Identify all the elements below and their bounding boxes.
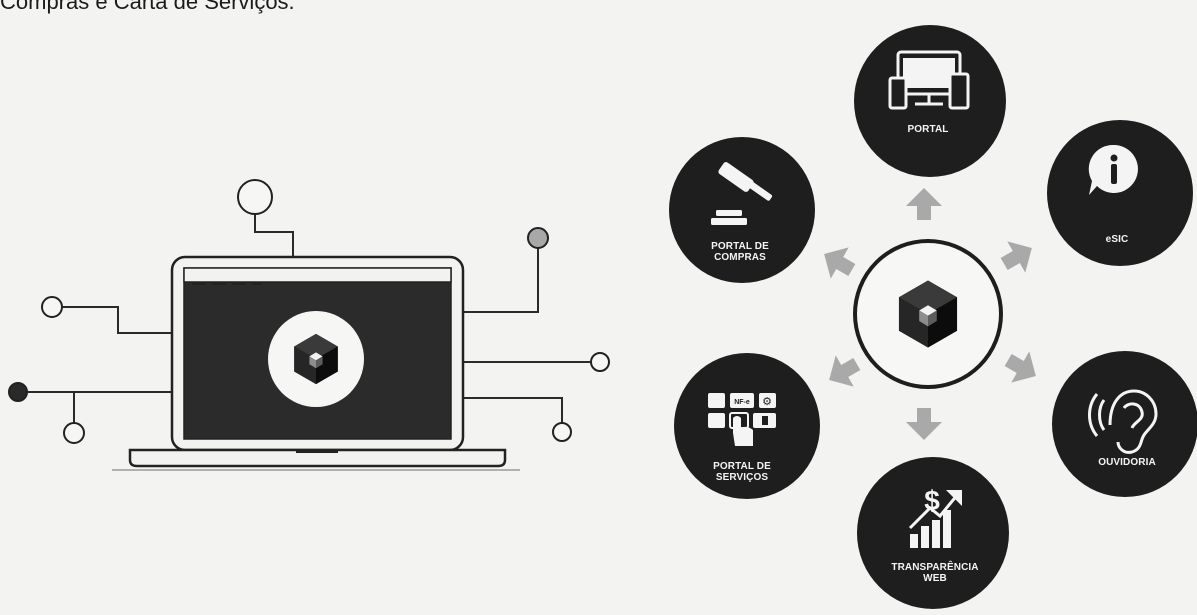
laptop-illustration	[8, 179, 610, 471]
node-portal-servicos-label-1: PORTAL DE	[713, 461, 771, 472]
node-portal: PORTAL	[854, 25, 1006, 177]
info-chat-icon	[1088, 144, 1138, 195]
gear-tile-icon: ⚙	[762, 395, 772, 408]
node-transparencia-label-1: TRANSPARÊNCIA	[891, 560, 978, 573]
node-ouvidoria-label: OUVIDORIA	[1098, 457, 1156, 468]
circuit-node-left-dark	[8, 382, 28, 402]
laptop	[112, 255, 520, 471]
node-portal-label: PORTAL	[908, 124, 949, 135]
node-portal-compras: PORTAL DE COMPRAS	[669, 137, 815, 283]
circuit-nodes	[8, 179, 610, 444]
gavel-icon	[711, 162, 773, 225]
arrow-up-icon	[906, 188, 942, 220]
arrow-upper-right-icon	[1000, 241, 1032, 273]
top-caption-text: Compras e Carta de Serviços.	[0, 0, 295, 14]
node-transparencia-label-2: WEB	[923, 573, 947, 584]
devices-icon	[888, 50, 970, 110]
arrow-lower-right-icon	[1004, 351, 1036, 383]
hub-center	[853, 239, 1003, 389]
arrow-lower-left-icon	[829, 355, 861, 387]
screen-top-bar	[183, 267, 452, 283]
node-esic: eSIC	[1047, 120, 1193, 266]
node-transparencia: $ TRANSPARÊNCIA WEB	[857, 457, 1009, 609]
arrow-down-icon	[906, 408, 942, 440]
node-portal-servicos-label-2: SERVIÇOS	[716, 472, 769, 483]
nfe-tile-text: NF-e	[734, 399, 750, 406]
circuit-node-left-lower	[63, 422, 85, 444]
services-hub-diagram: PORTAL eSIC OUVIDORIA	[669, 25, 1197, 609]
node-portal-compras-label-1: PORTAL DE	[711, 241, 769, 252]
arrow-upper-left-icon	[824, 247, 856, 279]
circuit-node-right-lower	[552, 422, 572, 442]
circuit-lines	[18, 213, 590, 424]
node-ouvidoria: OUVIDORIA	[1052, 351, 1197, 497]
circuit-node-top	[237, 179, 273, 215]
money-chart-icon: $	[908, 485, 962, 548]
hub-arrows	[824, 188, 1036, 440]
circuit-node-right-middle	[590, 352, 610, 372]
node-portal-servicos: NF-e ⚙ PORTAL DE SERVIÇOS	[674, 353, 820, 499]
ear-icon	[1088, 389, 1158, 454]
node-esic-label: eSIC	[1106, 234, 1129, 245]
circuit-node-right-gray	[527, 227, 549, 249]
node-portal-compras-label-2: COMPRAS	[714, 252, 766, 263]
grid-hand-icon: NF-e ⚙	[708, 393, 776, 446]
circuit-node-left-upper	[41, 296, 63, 318]
laptop-base	[128, 448, 507, 468]
